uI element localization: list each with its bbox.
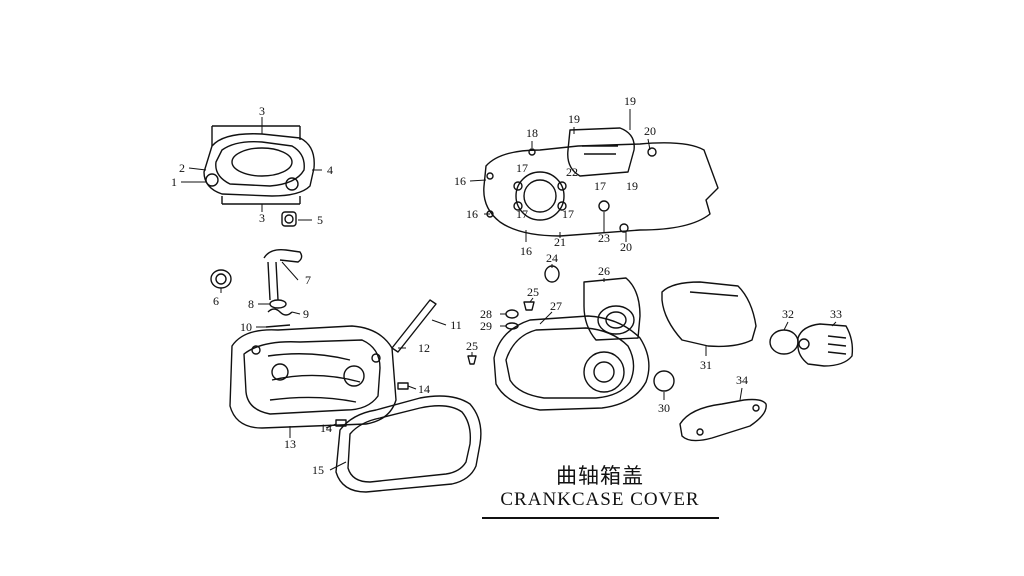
- bolt-part-25b: [467, 355, 477, 365]
- callout-19: 19: [624, 94, 636, 108]
- callout-12: 12: [418, 341, 430, 355]
- callout-labels: 3 2 1 4 3 5 6 7 8 9 10 11 12 13 14 14 15…: [171, 94, 842, 477]
- cap-part-33: [797, 323, 854, 367]
- callout-4: 4: [327, 163, 333, 177]
- cap-part-24: [544, 265, 560, 283]
- callout-20: 20: [644, 124, 656, 138]
- callout-32: 32: [782, 307, 794, 321]
- callout-19: 19: [568, 112, 580, 126]
- callout-30: 30: [658, 401, 670, 415]
- right-crankcase-cover-part-27: [493, 315, 650, 411]
- diagram-title-english: CRANKCASE COVER: [500, 489, 700, 510]
- filter-part-26: [583, 277, 641, 341]
- callout-21: 21: [554, 235, 566, 249]
- crankcase-part-13: [229, 325, 397, 429]
- callout-6: 6: [213, 294, 219, 308]
- seal-part-6: [210, 269, 232, 289]
- callout-9: 9: [303, 307, 309, 321]
- ring-part-32: [769, 329, 799, 355]
- spring-part-9: [267, 308, 293, 316]
- nut-part-5: [281, 211, 297, 227]
- dowel-part-14a: [397, 382, 409, 390]
- dipstick-part-11: [391, 299, 437, 353]
- title-underline: [482, 517, 719, 519]
- callout-7: 7: [305, 273, 311, 287]
- callout-17: 17: [516, 161, 528, 175]
- leader-lines: [181, 109, 837, 471]
- callout-25: 25: [527, 285, 539, 299]
- callout-31: 31: [700, 358, 712, 372]
- callout-17: 17: [594, 179, 606, 193]
- callout-29: 29: [480, 319, 492, 333]
- callout-27: 27: [550, 299, 562, 313]
- callout-28: 28: [480, 307, 492, 321]
- callout-2: 2: [179, 161, 185, 175]
- callout-1: 1: [171, 175, 177, 189]
- callout-19: 19: [626, 179, 638, 193]
- callout-33: 33: [830, 307, 842, 321]
- callout-10: 10: [240, 320, 252, 334]
- pin-part-10: [265, 324, 291, 328]
- callout-26: 26: [598, 264, 610, 278]
- callout-25: 25: [466, 339, 478, 353]
- gasket-part-15: [335, 395, 482, 493]
- callout-34: 34: [736, 373, 748, 387]
- washer-part-8: [269, 299, 287, 309]
- callout-11: 11: [450, 318, 462, 332]
- callout-20: 20: [620, 240, 632, 254]
- callout-23: 23: [598, 231, 610, 245]
- callout-8: 8: [248, 297, 254, 311]
- right-side-cover-part: [483, 127, 719, 237]
- diagram-title-chinese: 曲轴箱盖: [556, 464, 644, 488]
- bolt-part-25a: [523, 301, 535, 311]
- callout-14: 14: [320, 421, 332, 435]
- shaft-part-7: [263, 248, 303, 301]
- o-ring-part-30: [653, 370, 675, 392]
- callout-3: 3: [259, 211, 265, 225]
- plate-part-34: [679, 398, 767, 442]
- callout-17: 17: [562, 207, 574, 221]
- callout-16: 16: [466, 207, 478, 221]
- callout-15: 15: [312, 463, 324, 477]
- callout-24: 24: [546, 251, 558, 265]
- callout-18: 18: [526, 126, 538, 140]
- callout-16: 16: [454, 174, 466, 188]
- upper-left-cover-part: [203, 125, 315, 205]
- callout-16: 16: [520, 244, 532, 258]
- cover-part-31: [661, 281, 757, 348]
- callout-13: 13: [284, 437, 296, 451]
- callout-17: 17: [516, 207, 528, 221]
- callout-3: 3: [259, 104, 265, 118]
- callout-22: 22: [566, 165, 578, 179]
- callout-14: 14: [418, 382, 430, 396]
- plug-part-28: [505, 309, 519, 319]
- callout-5: 5: [317, 213, 323, 227]
